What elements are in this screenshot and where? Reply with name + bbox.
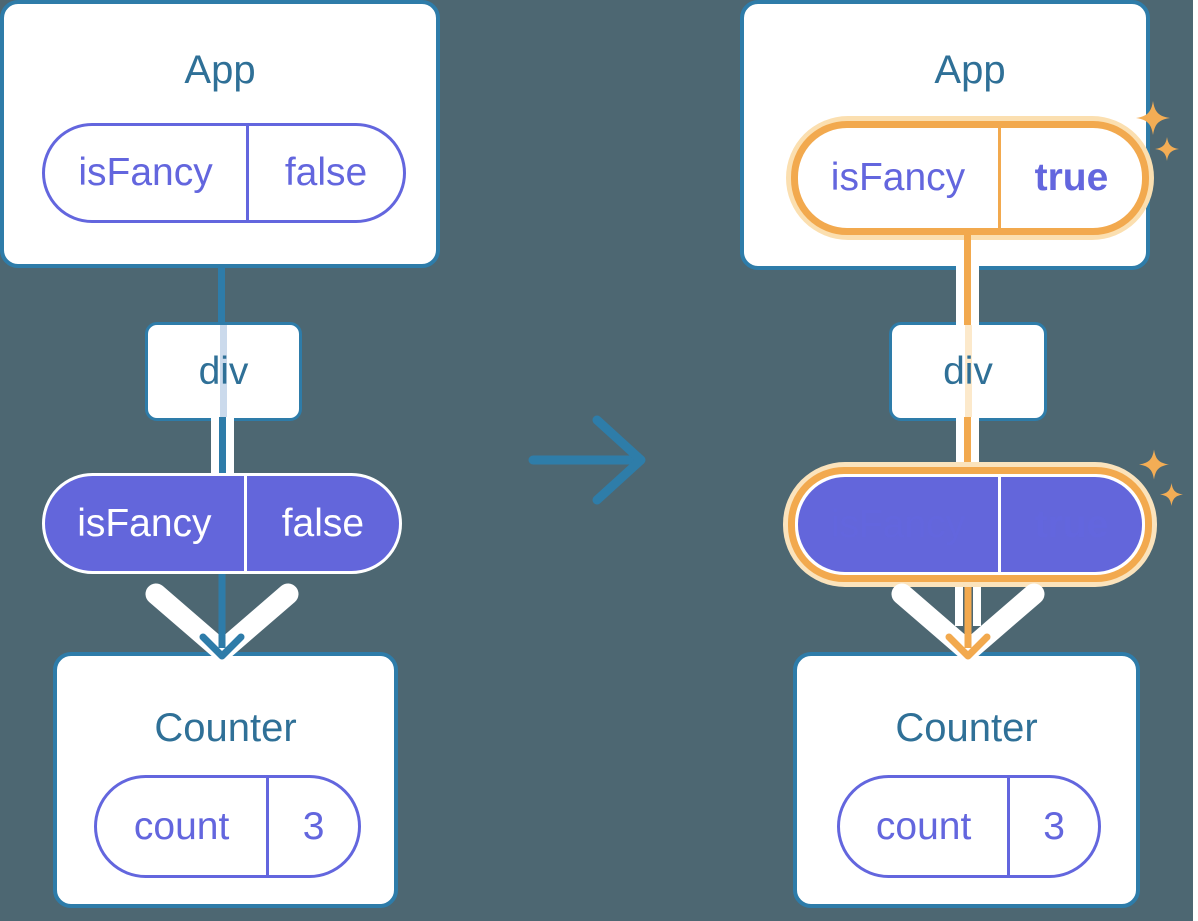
right-app-card: App isFancy true [740, 0, 1154, 270]
sparkle-icon [1136, 101, 1170, 135]
state-name: isFancy [45, 476, 247, 571]
right-counter-card: Counter count 3 [793, 652, 1140, 908]
state-name: count [840, 778, 1011, 875]
right-app-prop-pill-highlight: isFancy true [786, 116, 1154, 240]
left-div-pass-through-line [220, 325, 227, 418]
casing-right [971, 262, 979, 325]
casing-right [226, 417, 234, 476]
left-div-label: div [198, 349, 249, 393]
right-state-pill-ring: isFancy true [788, 467, 1152, 582]
sparkle-icon [1160, 483, 1183, 506]
right-down-arrow-icon [891, 583, 1045, 662]
right-counter-state-pill: count 3 [837, 775, 1101, 878]
left-counter-title: Counter [154, 706, 297, 750]
left-div-to-pill-connector [211, 417, 234, 476]
right-app-to-div-connector [956, 262, 979, 325]
sparkle-icon [1139, 449, 1169, 480]
casing-right [971, 417, 979, 478]
left-counter-card: Counter count 3 [53, 652, 398, 908]
state-name: count [97, 778, 270, 875]
right-div-pass-through-line [964, 325, 972, 418]
state-value: false [281, 501, 365, 545]
right-state-pill: isFancy true [798, 477, 1142, 572]
left-app-card: App isFancy false [0, 0, 440, 268]
left-app-title: App [184, 48, 256, 92]
right-counter-title: Counter [895, 706, 1038, 750]
right-div-label: div [943, 349, 993, 393]
right-pill-to-cardedge-line [964, 232, 971, 266]
casing-left [956, 417, 964, 478]
state-value: 3 [302, 804, 325, 848]
casing-left [956, 262, 964, 325]
state-value: 3 [1043, 804, 1065, 848]
casing-center [219, 417, 226, 476]
casing-left [211, 417, 219, 476]
prop-name: isFancy [798, 128, 1001, 228]
left-counter-state-pill: count 3 [94, 775, 361, 878]
left-state-pill: isFancy false [42, 473, 402, 574]
prop-value: true [1034, 156, 1109, 199]
casing-center [964, 417, 971, 478]
right-div-box: div [889, 322, 1047, 421]
prop-name: isFancy [45, 126, 250, 220]
state-value: true [1034, 502, 1109, 546]
right-app-prop-pill: isFancy true [791, 121, 1149, 235]
left-app-to-div-connector [218, 264, 225, 325]
transition-right-arrow-icon [528, 415, 646, 505]
prop-value: false [284, 151, 368, 194]
right-state-pill-highlight: isFancy true [783, 462, 1157, 587]
left-div-box: div [145, 322, 302, 421]
sparkle-icon [1155, 137, 1179, 161]
right-div-to-pill-connector [956, 417, 979, 478]
casing-center [964, 262, 971, 325]
right-app-title: App [934, 48, 1006, 92]
left-app-prop-pill: isFancy false [42, 123, 406, 223]
state-name: isFancy [798, 477, 1001, 572]
left-down-arrow-icon [145, 574, 299, 662]
